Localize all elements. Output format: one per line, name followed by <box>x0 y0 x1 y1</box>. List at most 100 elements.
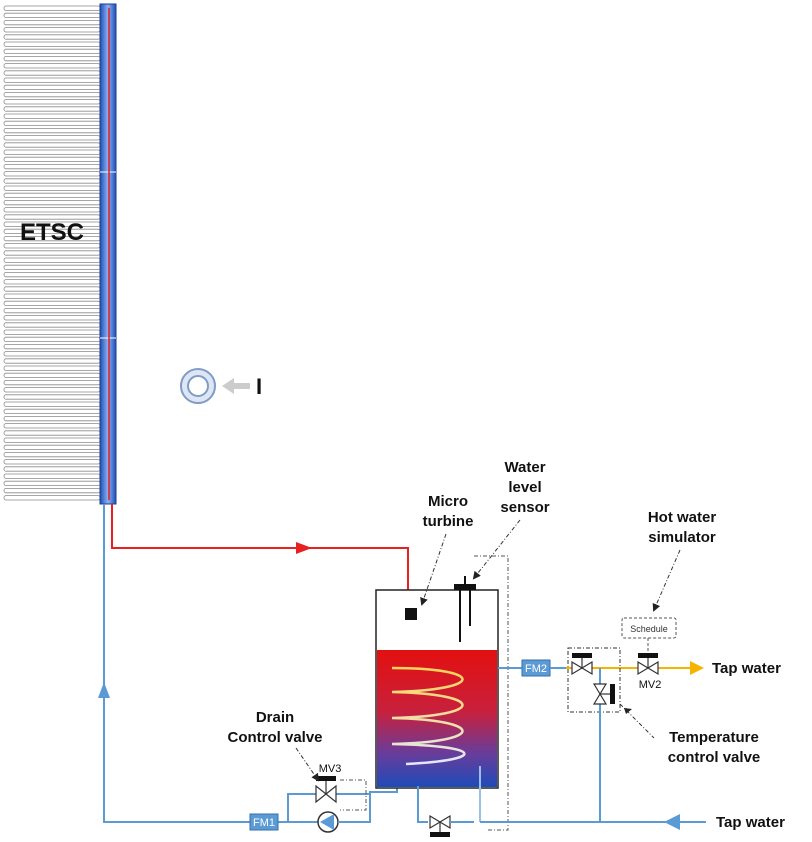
collector-tube <box>3 487 101 494</box>
collector-tube <box>3 372 101 379</box>
micro-turbine-label-1: Micro <box>428 493 468 510</box>
collector-tube <box>3 430 101 436</box>
hot-supply-pipe <box>111 504 409 610</box>
collector-tube <box>3 84 101 90</box>
pump-icon <box>317 811 339 833</box>
collector-tube <box>3 394 101 400</box>
collector-tube <box>3 379 101 386</box>
mixing-valve-icon <box>592 683 615 705</box>
flow-arrow-left-icon <box>664 814 680 830</box>
drain-label-line2: Control valve <box>227 729 322 746</box>
tap-water-out-label: Tap water <box>712 660 781 677</box>
micro-turbine-label-2: turbine <box>423 513 474 530</box>
collector-tube <box>3 5 101 11</box>
temp-valve-label-2: control valve <box>668 749 761 766</box>
collector-tube <box>3 70 101 76</box>
collector-tube <box>3 408 101 415</box>
collector-tube <box>3 358 101 364</box>
collector-tube <box>3 142 101 148</box>
collector-tube <box>3 437 101 443</box>
collector-tube <box>3 120 101 126</box>
flow-arrow-up-icon <box>98 682 110 698</box>
tap-water-in-label: Tap water <box>716 814 785 831</box>
collector-tube <box>3 279 101 285</box>
collector-tube <box>3 41 101 47</box>
drain-bypass-pipe <box>287 793 370 822</box>
collector-tube <box>3 163 101 170</box>
schedule-label: Schedule <box>630 624 668 634</box>
collector-tube <box>3 264 101 271</box>
collector-tube <box>3 387 101 393</box>
collector-tube <box>3 127 101 134</box>
flow-arrow-right-icon <box>296 542 312 554</box>
collector-tube <box>3 365 101 371</box>
collector-tube <box>3 92 101 98</box>
collector-fins <box>3 5 101 501</box>
return-pipe <box>103 504 322 823</box>
collector-tube <box>3 156 101 162</box>
collector-tube <box>3 286 101 292</box>
heat-exchanger-coil <box>391 666 466 766</box>
collector-tube <box>3 459 101 465</box>
collector-tube <box>3 444 101 451</box>
drain-label-line1: Drain <box>256 709 294 726</box>
collector-tube <box>3 423 101 429</box>
collector-tube <box>3 149 101 155</box>
collector-tube <box>3 171 101 177</box>
collector-tube <box>3 315 101 321</box>
mv3-label: MV3 <box>319 763 342 775</box>
collector-tube <box>3 185 101 191</box>
collector-tube <box>3 351 101 357</box>
collector-tube <box>3 480 101 487</box>
hot-water-sim-label-1: Hot water <box>648 509 717 526</box>
collector-tube <box>3 27 101 33</box>
fm1-label: FM1 <box>253 817 275 829</box>
mv3-valve-icon <box>315 776 337 804</box>
collector-tube <box>3 99 101 105</box>
collector-tube <box>3 56 101 62</box>
collector-tube <box>3 12 101 18</box>
collector-tube <box>3 473 101 479</box>
mv2-valve-icon <box>637 653 659 676</box>
collector-tube <box>3 113 101 119</box>
collector-tube <box>3 207 101 213</box>
collector-tube <box>3 300 101 307</box>
collector-tube <box>3 495 101 501</box>
temperature-valve-icon <box>571 653 593 676</box>
water-level-label-1: Water <box>504 459 545 476</box>
drain-valve-icon <box>429 814 451 837</box>
collector-tube <box>3 192 101 198</box>
collector-tube <box>3 451 101 458</box>
hot-water-sim-label-2: simulator <box>648 529 716 546</box>
collector-tube <box>3 401 101 407</box>
collector-tube <box>3 135 101 141</box>
collector-tube <box>3 307 101 314</box>
collector-tube <box>3 63 101 69</box>
collector-tube <box>3 48 101 55</box>
collector-tube <box>3 329 101 335</box>
temperature-control-valve-box <box>567 647 621 713</box>
collector-tube <box>3 178 101 184</box>
temp-valve-label-1: Temperature <box>669 729 759 746</box>
water-level-label-3: sensor <box>500 499 549 516</box>
collector-tube <box>3 257 101 263</box>
water-level-label-2: level <box>508 479 541 496</box>
collector-tube <box>3 19 101 26</box>
fm1-flow-meter <box>249 813 279 831</box>
micro-turbine-icon <box>405 608 417 620</box>
collector-tube <box>3 415 101 422</box>
irradiance-sensor-icon <box>180 368 250 404</box>
sensor-control-line <box>474 555 509 831</box>
water-level-sensor-icon <box>454 576 476 642</box>
collector-tube <box>3 250 101 256</box>
irradiance-label: I <box>256 374 262 399</box>
collector-tube <box>3 34 101 40</box>
collector-tube <box>3 466 101 472</box>
collector-tube <box>3 343 101 350</box>
mv3-control-line <box>340 779 367 811</box>
mv2-label: MV2 <box>639 679 662 691</box>
collector-tube <box>3 322 101 328</box>
collector-tube <box>3 271 101 278</box>
collector-tube <box>3 77 101 83</box>
